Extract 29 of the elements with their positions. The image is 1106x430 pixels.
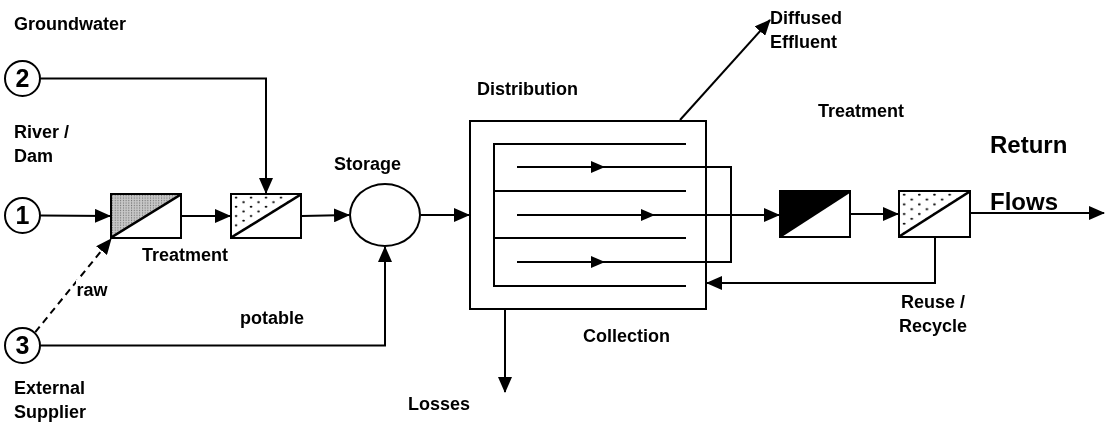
treatment-box (779, 190, 851, 238)
node-caption: External Supplier (14, 377, 87, 424)
arrow (498, 309, 512, 393)
arrow (706, 208, 780, 222)
node-caption: Storage (334, 153, 403, 176)
arrow (181, 209, 231, 223)
flow-label: Diffused Effluent (770, 6, 870, 62)
arrow (301, 208, 350, 223)
arrow (970, 206, 1105, 220)
text-label: Return (990, 130, 1068, 160)
arrow (40, 246, 392, 347)
text-label: Treatment (142, 244, 229, 267)
arrow (706, 237, 936, 290)
dashed-arrow (34, 238, 112, 334)
treatment-box (110, 193, 182, 239)
node-caption: River / Dam (14, 121, 71, 168)
arrow (679, 19, 771, 121)
arrow (40, 77, 273, 194)
node-heading: Distribution (477, 78, 578, 101)
text-label: Treatment (818, 100, 905, 123)
node-caption: Groundwater (14, 13, 127, 36)
arrow (420, 208, 470, 222)
flow-label: Losses (408, 392, 512, 420)
arrow (40, 208, 111, 223)
treatment-box (230, 193, 302, 239)
text-label: Flows (990, 187, 1058, 217)
treatment-box (898, 190, 971, 238)
arrow (850, 207, 899, 221)
node-caption: Collection (583, 325, 670, 348)
